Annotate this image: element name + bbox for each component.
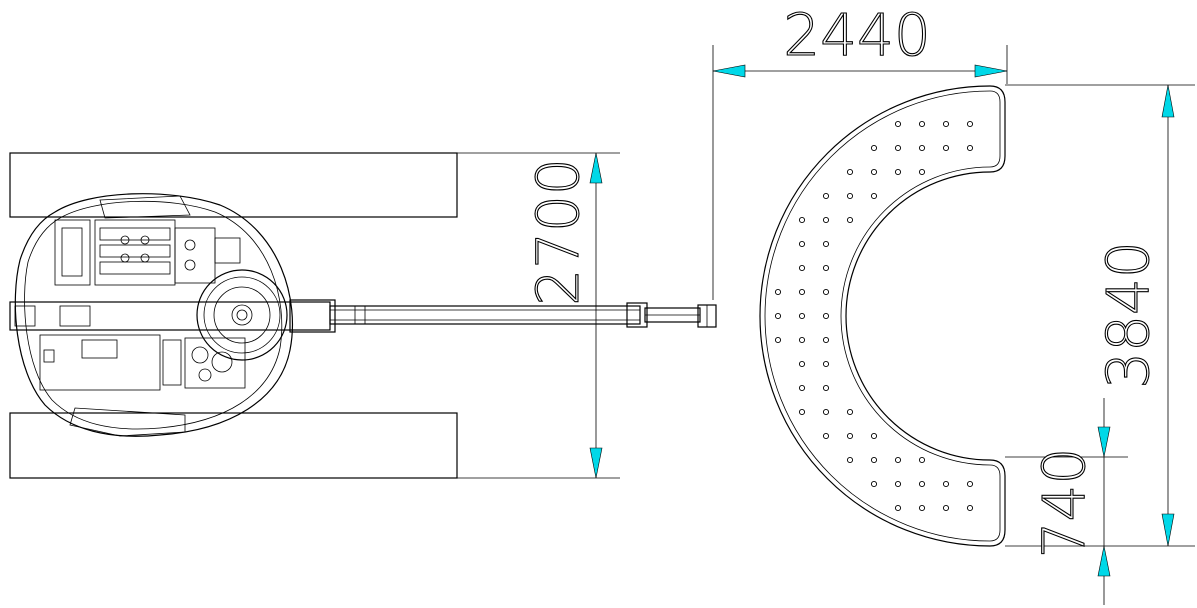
platform-hole (846, 216, 854, 224)
work-platform (759, 85, 1006, 547)
platform-hole (942, 480, 950, 488)
platform-hole (822, 384, 830, 392)
platform-hole (822, 408, 830, 416)
dimension-outrigger-span: 2700 (457, 152, 620, 479)
platform-hole (846, 192, 854, 200)
platform-hole (918, 168, 926, 176)
platform-hole (798, 288, 806, 296)
platform-hole (918, 480, 926, 488)
platform-hole (798, 216, 806, 224)
platform-hole (822, 216, 830, 224)
platform-hole (966, 120, 974, 128)
platform-hole (822, 360, 830, 368)
platform-hole (822, 312, 830, 320)
platform-hole (942, 144, 950, 152)
outrigger-pad-bottom (9, 412, 458, 479)
platform-hole (894, 504, 902, 512)
platform-hole (774, 288, 782, 296)
dimension-platform-height: 3840 (1005, 84, 1195, 547)
outrigger-span-label: 2700 (524, 158, 592, 306)
platform-hole (870, 432, 878, 440)
platform-hole (870, 480, 878, 488)
platform-hole (846, 432, 854, 440)
platform-hole (870, 144, 878, 152)
platform-hole (894, 168, 902, 176)
platform-hole (966, 144, 974, 152)
platform-hole (798, 312, 806, 320)
platform-hole (822, 288, 830, 296)
boom-arm (9, 299, 717, 333)
platform-hole (870, 168, 878, 176)
platform-hole (870, 192, 878, 200)
platform-hole (774, 336, 782, 344)
dimension-platform-width: 2440 (712, 0, 1008, 300)
machine-body (14, 193, 294, 437)
platform-hole (942, 120, 950, 128)
platform-hole (894, 120, 902, 128)
platform-hole (822, 336, 830, 344)
platform-hole (894, 144, 902, 152)
platform-hole (774, 312, 782, 320)
dimension-slot-width: 740 (1005, 398, 1128, 605)
platform-hole (966, 504, 974, 512)
platform-holes (774, 120, 974, 512)
slot-width-label: 740 (1030, 448, 1098, 559)
platform-hole (894, 480, 902, 488)
platform-hole (798, 240, 806, 248)
platform-hole (798, 408, 806, 416)
platform-hole (798, 264, 806, 272)
platform-hole (942, 504, 950, 512)
platform-height-label: 3840 (1094, 241, 1162, 389)
platform-hole (918, 120, 926, 128)
platform-hole (966, 480, 974, 488)
platform-width-label: 2440 (783, 1, 931, 69)
platform-hole (918, 504, 926, 512)
platform-hole (846, 456, 854, 464)
platform-hole (822, 240, 830, 248)
platform-hole (918, 456, 926, 464)
platform-hole (846, 168, 854, 176)
platform-hole (870, 456, 878, 464)
platform-hole (822, 264, 830, 272)
platform-hole (798, 360, 806, 368)
platform-hole (798, 384, 806, 392)
platform-hole (894, 456, 902, 464)
platform-hole (918, 144, 926, 152)
platform-hole (798, 336, 806, 344)
platform-hole (822, 192, 830, 200)
outrigger-pad-top (9, 152, 458, 218)
platform-hole (822, 432, 830, 440)
platform-hole (846, 408, 854, 416)
